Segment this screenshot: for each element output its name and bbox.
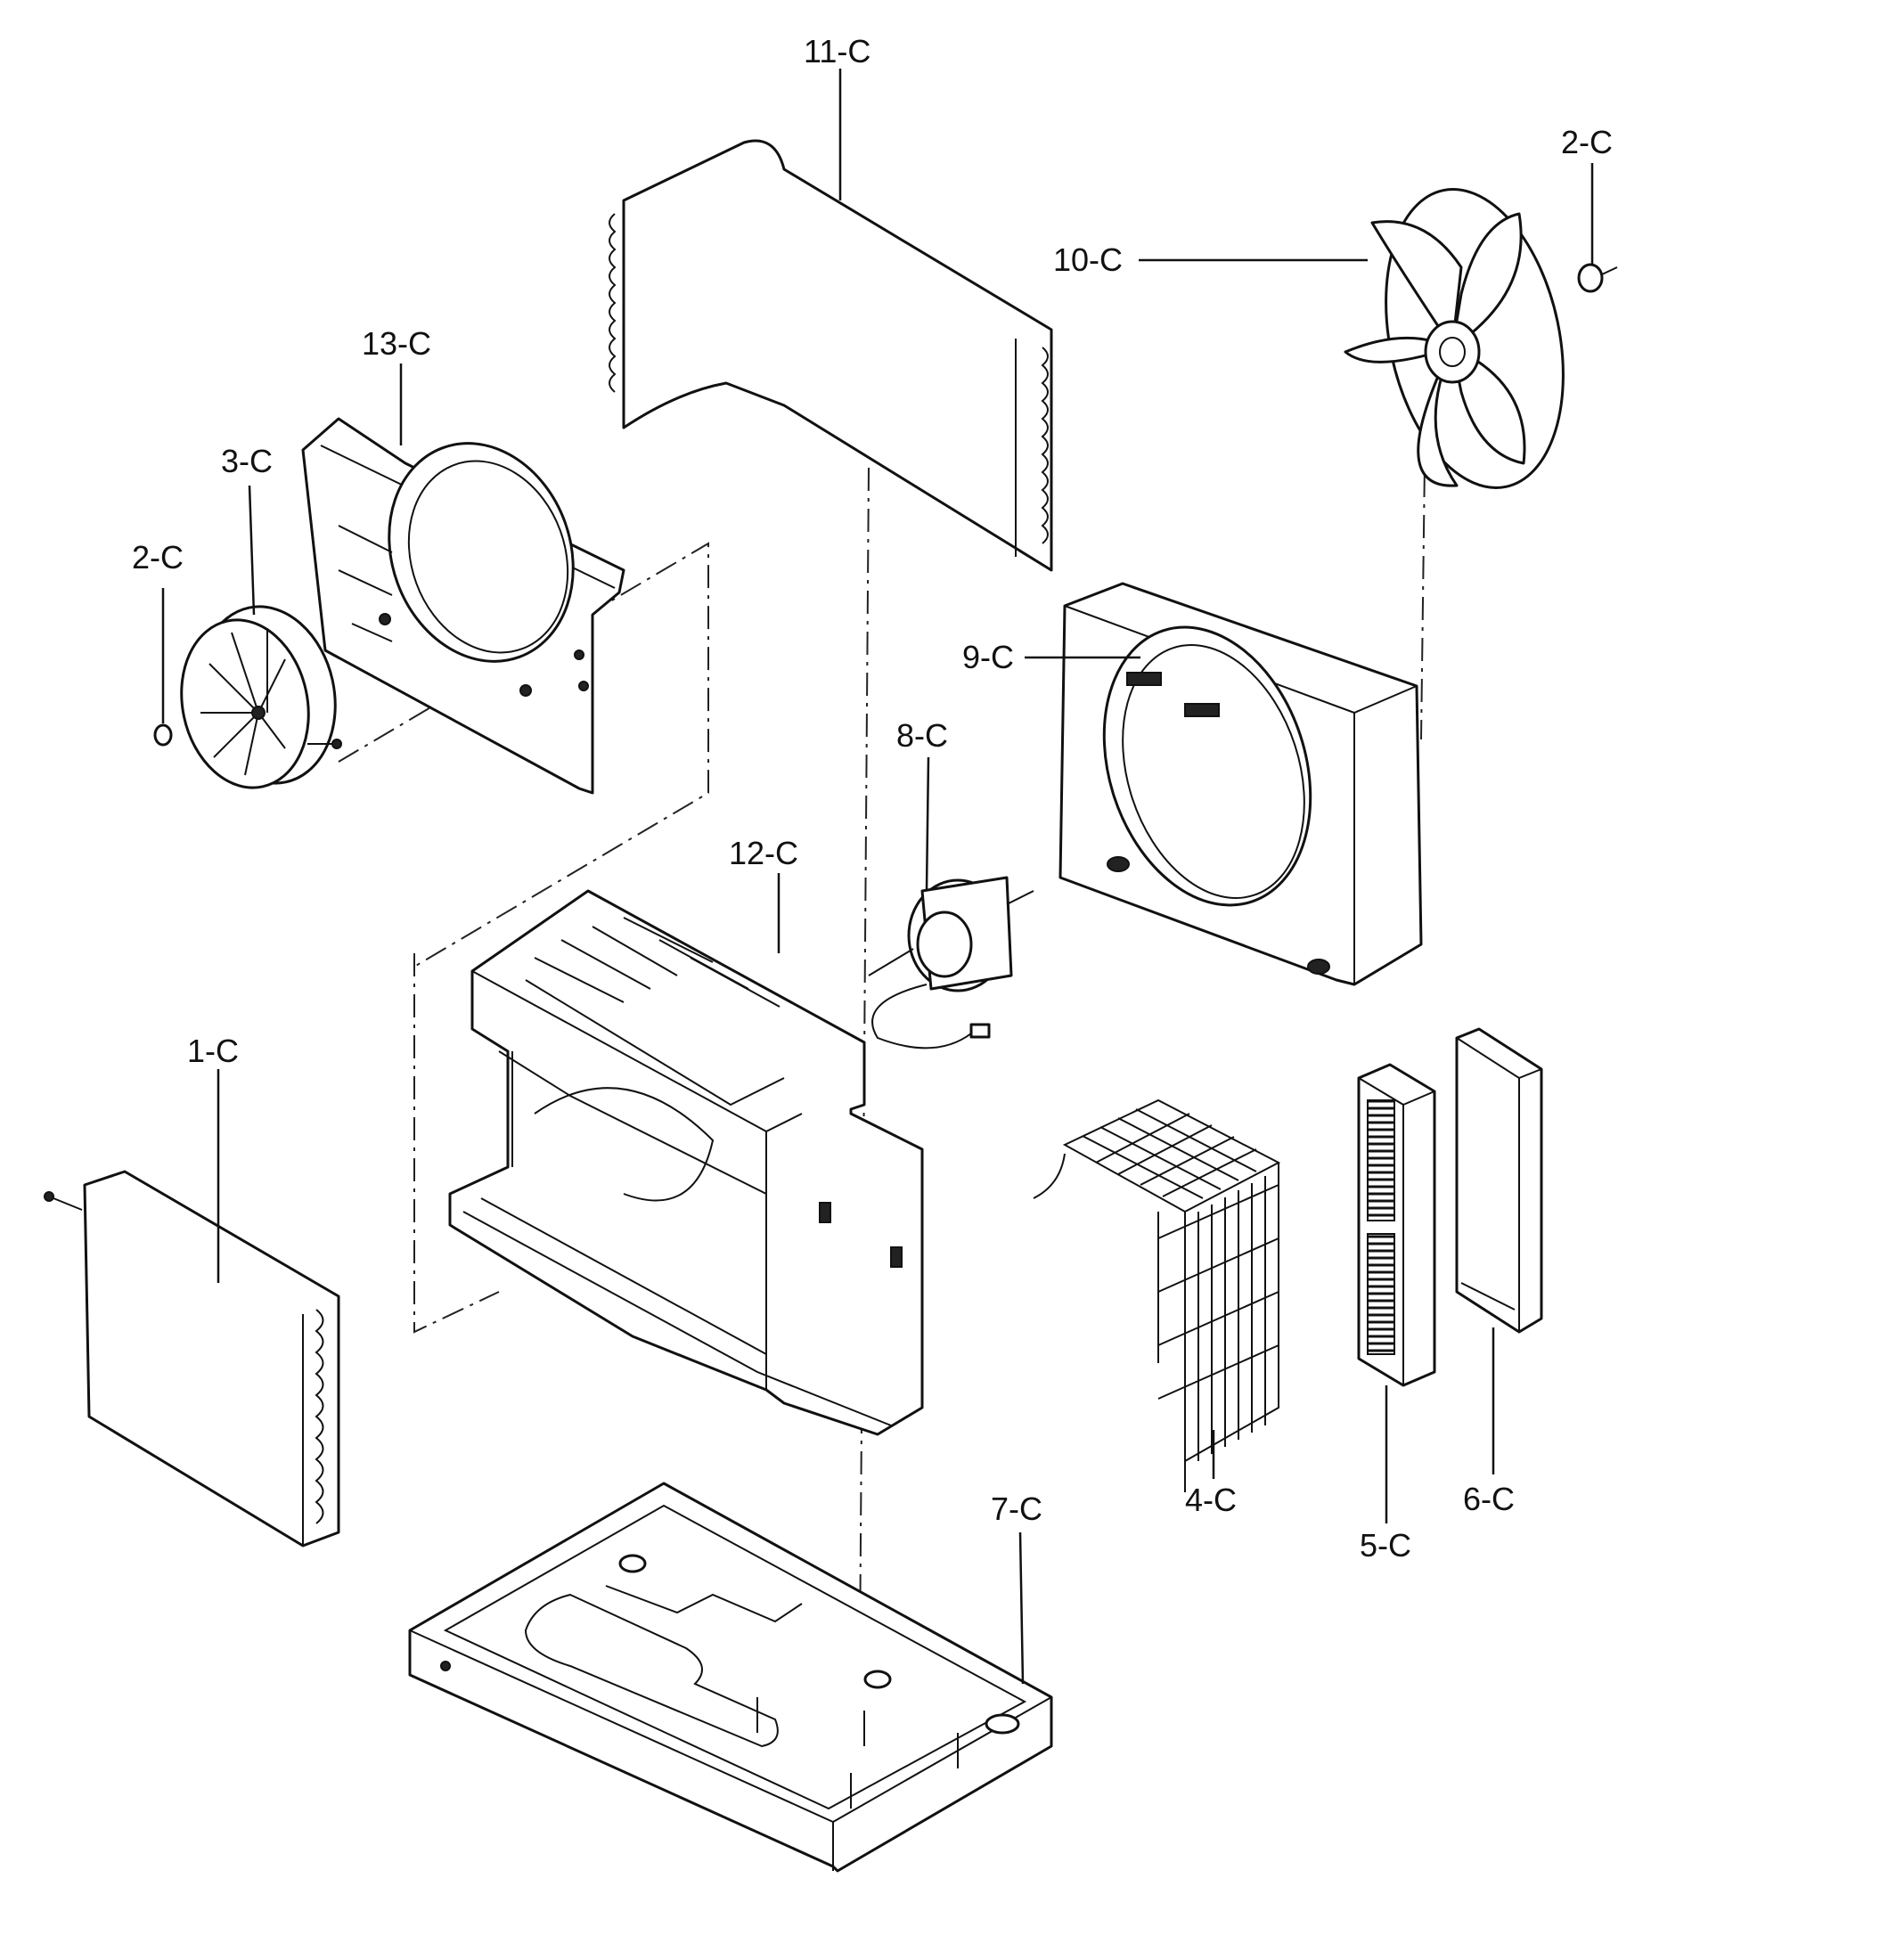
- base-plate-studs: [756, 1697, 959, 1809]
- shroud-part: [1058, 582, 1423, 986]
- base-plate-part: [408, 1482, 1053, 1873]
- leader-lines: [161, 69, 1594, 1685]
- part-labels: 1-C 2-C 2-C 3-C 4-C 5-C 6-C 7-C 8-C 9-C …: [132, 33, 1613, 1564]
- blower-wheel-part: [180, 605, 342, 789]
- partition-basepan-part: [448, 889, 924, 1436]
- clamp-right-part: [1577, 263, 1618, 293]
- fan-motor-part: [868, 876, 1034, 1049]
- partition-ribs: [525, 917, 785, 1107]
- label-13-c: 13-C: [362, 325, 431, 362]
- air-filter-part: [1357, 1063, 1436, 1387]
- label-2-c-right: 2-C: [1561, 124, 1613, 160]
- label-7-c: 7-C: [991, 1490, 1042, 1527]
- label-8-c: 8-C: [896, 717, 948, 754]
- propeller-fan-part: [1344, 188, 1565, 489]
- evaporator-coil-part: [44, 1170, 340, 1548]
- label-4-c: 4-C: [1185, 1482, 1237, 1518]
- label-11-c: 11-C: [804, 33, 870, 69]
- label-5-c: 5-C: [1360, 1527, 1411, 1564]
- label-6-c: 6-C: [1463, 1481, 1515, 1517]
- coil-return-bends: [609, 213, 1049, 544]
- label-10-c: 10-C: [1053, 241, 1123, 278]
- blower-housing-part: [301, 417, 625, 795]
- label-2-c-left: 2-C: [132, 539, 184, 576]
- label-9-c: 9-C: [962, 639, 1014, 675]
- clamp-left-part: [153, 723, 173, 747]
- condenser-coil-part: [609, 139, 1053, 572]
- label-1-c: 1-C: [187, 1033, 239, 1069]
- label-3-c: 3-C: [221, 443, 273, 479]
- side-panel-part: [1455, 1027, 1543, 1334]
- wire-guard-part: [1033, 1098, 1281, 1492]
- label-12-c: 12-C: [729, 835, 798, 871]
